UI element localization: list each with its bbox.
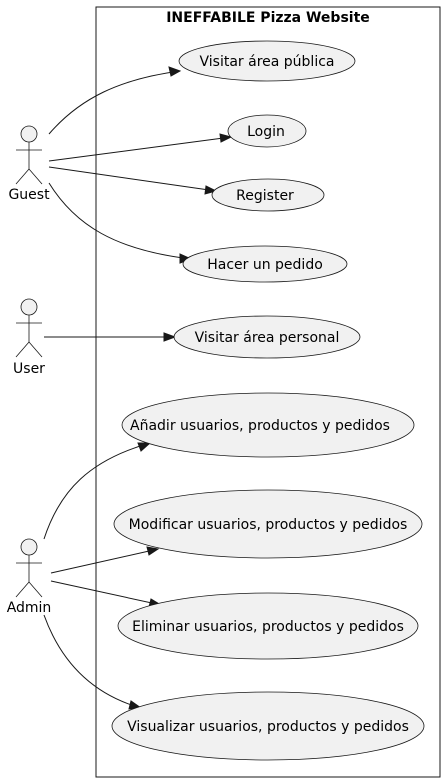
use-case-label: Visualizar usuarios, productos y pedidos	[127, 719, 409, 735]
use-case-ellipse	[113, 489, 423, 559]
association-admin-anadir	[43, 442, 151, 540]
use-case-visitar-area-personal: Visitar área personal	[173, 315, 361, 359]
use-case-ellipse	[182, 245, 348, 283]
actor-label: Guest	[8, 187, 50, 203]
use-case-hacer-un-pedido: Hacer un pedido	[182, 245, 348, 283]
system-title: INEFFABILE Pizza Website	[166, 10, 370, 26]
arrowhead-icon	[219, 133, 233, 143]
association-admin-visualizar	[43, 614, 142, 709]
use-case-ellipse	[227, 114, 307, 148]
use-case-label: Login	[247, 124, 285, 140]
use-case-ellipse	[121, 392, 415, 458]
use-case-label: Visitar área pública	[200, 54, 335, 70]
use-case-register: Register	[211, 178, 325, 212]
association-admin-eliminar	[50, 580, 162, 606]
arrowhead-icon	[163, 332, 177, 342]
use-case-label: Añadir usuarios, productos y pedidos	[130, 418, 390, 434]
use-case-modificar: Modificar usuarios, productos y pedidos	[113, 489, 423, 559]
use-case-visitar-area-publica: Visitar área pública	[178, 40, 356, 82]
use-case-ellipse	[117, 592, 419, 660]
use-case-label: Visitar área personal	[195, 330, 340, 346]
use-case-anadir: Añadir usuarios, productos y pedidos	[121, 392, 415, 458]
use-case-eliminar: Eliminar usuarios, productos y pedidos	[117, 592, 419, 660]
use-case-label: Eliminar usuarios, productos y pedidos	[132, 619, 404, 635]
use-case-label: Modificar usuarios, productos y pedidos	[129, 517, 408, 533]
association-guest-visitar-publica	[48, 70, 181, 135]
associations	[43, 66, 233, 710]
actor-label: User	[13, 361, 45, 377]
use-cases: Visitar área pública Login Register Hace…	[111, 40, 425, 761]
arrowhead-icon	[168, 66, 182, 77]
stick-figure-icon	[15, 125, 43, 185]
association-admin-modificar	[50, 548, 159, 574]
use-case-label: Register	[236, 188, 294, 204]
association-guest-login	[48, 136, 232, 162]
use-case-ellipse	[178, 40, 356, 82]
association-guest-hacer-pedido	[48, 182, 192, 260]
association-guest-register	[48, 166, 217, 192]
use-case-ellipse	[211, 178, 325, 212]
stick-figure-icon	[15, 538, 43, 598]
use-case-visualizar: Visualizar usuarios, productos y pedidos	[111, 691, 425, 761]
use-case-label: Hacer un pedido	[207, 257, 323, 273]
actors: Guest User Admin	[7, 125, 52, 616]
arrowhead-icon	[137, 442, 152, 452]
arrowhead-icon	[204, 185, 218, 195]
arrowhead-icon	[146, 546, 160, 556]
use-case-ellipse	[111, 691, 425, 761]
actor-admin: Admin	[7, 538, 52, 616]
actor-label: Admin	[7, 600, 52, 616]
use-case-ellipse	[173, 315, 361, 359]
actor-guest: Guest	[8, 125, 50, 203]
use-case-login: Login	[227, 114, 307, 148]
stick-figure-icon	[15, 298, 43, 358]
actor-user: User	[13, 298, 45, 377]
